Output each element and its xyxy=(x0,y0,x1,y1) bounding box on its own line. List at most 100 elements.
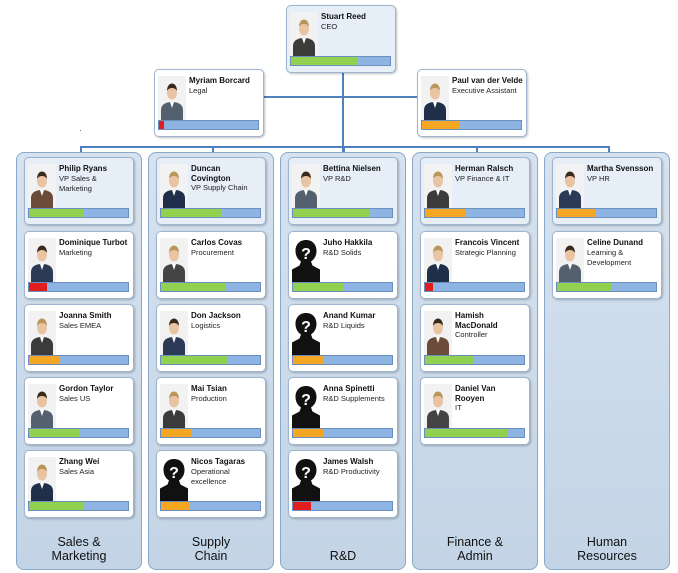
performance-fill xyxy=(29,429,81,437)
person-name: Philip Ryans xyxy=(59,164,108,173)
performance-bar xyxy=(160,428,261,438)
performance-bar xyxy=(556,282,657,292)
person-name: Duncan Covington xyxy=(191,164,231,183)
person-title: VP HR xyxy=(587,174,610,183)
person-name: Anna Spinetti xyxy=(323,384,375,393)
person-name: Paul van der Velde xyxy=(452,76,523,85)
person-name: Anand Kumar xyxy=(323,311,376,320)
person-photo xyxy=(28,164,56,208)
svg-text:?: ? xyxy=(301,246,311,263)
performance-bar xyxy=(28,355,129,365)
performance-bar xyxy=(421,120,522,130)
performance-fill xyxy=(293,209,371,217)
performance-fill xyxy=(291,57,358,65)
person-name: Juho Hakkila xyxy=(323,238,373,247)
person-photo xyxy=(158,76,186,120)
performance-bar xyxy=(160,501,261,511)
performance-bar xyxy=(28,501,129,511)
performance-bar xyxy=(158,120,259,130)
unknown-person-icon: ? xyxy=(292,384,320,428)
person-photo xyxy=(28,311,56,355)
person-name: Nicos Tagaras xyxy=(191,457,246,466)
person-title: Sales Asia xyxy=(59,467,95,476)
performance-bar xyxy=(292,208,393,218)
performance-fill xyxy=(425,356,473,364)
person-name: Myriam Borcard xyxy=(189,76,250,85)
person-photo xyxy=(556,164,584,208)
performance-bar xyxy=(292,428,393,438)
unknown-person-icon: ? xyxy=(292,457,320,501)
person-title: Learning & Development xyxy=(587,248,632,267)
person-title: R&D Solids xyxy=(323,248,362,257)
person-title: Production xyxy=(191,394,227,403)
person-title: Sales EMEA xyxy=(59,321,102,330)
person-title: Executive Assistant xyxy=(452,86,517,95)
connector-line xyxy=(343,146,345,154)
performance-fill xyxy=(293,429,323,437)
svg-text:?: ? xyxy=(169,465,179,482)
performance-bar xyxy=(556,208,657,218)
person-name: Dominique Turbot xyxy=(59,238,128,247)
connector-line xyxy=(608,146,610,154)
performance-bar xyxy=(424,428,525,438)
performance-bar xyxy=(290,56,391,66)
person-title: Strategic Planning xyxy=(455,248,516,257)
performance-bar xyxy=(292,282,393,292)
performance-fill xyxy=(557,283,613,291)
performance-fill xyxy=(425,209,465,217)
svg-text:?: ? xyxy=(301,392,311,409)
person-title: VP Sales & Marketing xyxy=(59,174,97,193)
performance-fill xyxy=(425,429,508,437)
person-title: Operational excellence xyxy=(191,467,230,486)
department-label: Finance &Admin xyxy=(446,535,504,563)
person-title: VP R&D xyxy=(323,174,351,183)
performance-bar xyxy=(292,355,393,365)
person-photo xyxy=(424,311,452,355)
performance-bar xyxy=(160,355,261,365)
unknown-person-icon: ? xyxy=(292,311,320,355)
person-photo xyxy=(424,164,452,208)
person-title: R&D Liquids xyxy=(323,321,365,330)
person-photo xyxy=(290,12,318,56)
person-photo xyxy=(160,238,188,282)
performance-fill xyxy=(293,502,311,510)
performance-bar xyxy=(160,282,261,292)
performance-fill xyxy=(293,356,323,364)
person-name: Zhang Wei xyxy=(59,457,100,466)
person-photo xyxy=(292,164,320,208)
person-name: Francois Vincent xyxy=(455,238,520,247)
person-photo xyxy=(424,384,452,428)
performance-bar xyxy=(160,208,261,218)
person-name: Gordon Taylor xyxy=(59,384,114,393)
performance-fill xyxy=(557,209,595,217)
performance-bar xyxy=(424,282,525,292)
person-title: IT xyxy=(455,403,462,412)
person-name: Joanna Smith xyxy=(59,311,112,320)
person-title: Controller xyxy=(455,330,488,339)
person-title: R&D Productivity xyxy=(323,467,380,476)
